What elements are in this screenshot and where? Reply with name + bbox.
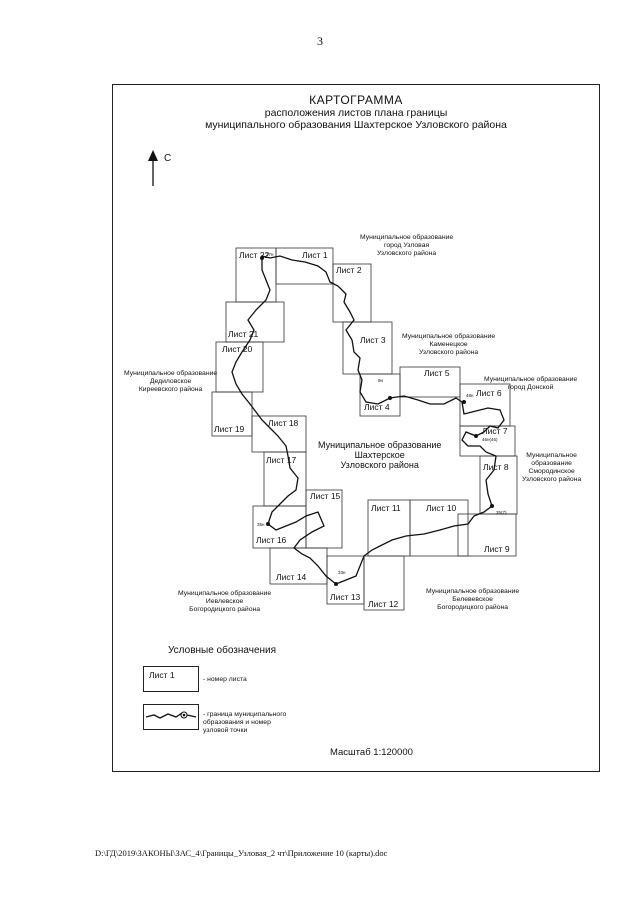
legend-boundary-line-icon — [145, 711, 197, 719]
sheet-4-label: Лист 4 — [364, 402, 390, 412]
map-subtitle-1: расположения листов плана границы — [264, 107, 448, 119]
sheet-5-label: Лист 5 — [424, 368, 450, 378]
sheet-15-label: Лист 15 — [310, 491, 341, 501]
map-subtitle-2: муниципального образования Шахтерское Уз… — [205, 119, 507, 131]
sheet-17-label: Лист 17 — [266, 455, 297, 465]
nodal-point-35n — [266, 522, 270, 526]
sheet-9-frame — [457, 513, 517, 557]
sheet-19-label: Лист 19 — [214, 424, 245, 434]
file-path-footer: D:\ГД\2019\ЗАКОНЫ\ЗАС_4\Границы_Узловая_… — [95, 848, 388, 858]
nodal-point-37n — [260, 256, 264, 260]
north-arrow-icon — [148, 150, 158, 186]
point-label-48n: 48н — [466, 393, 474, 398]
map-frame — [112, 84, 600, 772]
sheet-10-label: Лист 10 — [426, 503, 457, 513]
sheet-11-label: Лист 11 — [371, 503, 401, 513]
sheet-21-label: Лист 21 — [228, 329, 259, 339]
point-label-46n: 46н(46) — [482, 437, 498, 442]
nodal-point-48n — [462, 400, 466, 404]
nodal-point-35-7 — [490, 504, 494, 508]
north-label: С — [164, 153, 172, 164]
sheet-7-label: Лист 7 — [482, 426, 508, 436]
point-label-9n: 9н — [378, 378, 384, 383]
legend-sheet-sample: Лист 1 — [143, 666, 199, 692]
sheet-5-frame — [399, 366, 461, 398]
sheet-3-label: Лист 3 — [360, 335, 386, 345]
sheet-6-label: Лист 6 — [476, 388, 502, 398]
sheet-9-label: Лист 9 — [484, 544, 510, 554]
point-label-35n: 35н — [257, 522, 265, 527]
legend-sheet-desc: - номер листа — [203, 676, 247, 683]
legend-sheet-sample-label: Лист 1 — [149, 670, 175, 680]
sheet-3-frame — [342, 321, 393, 375]
map-title: КАРТОГРАММА — [309, 93, 403, 107]
point-label-37n: 37н — [266, 252, 274, 257]
sheet-2-label: Лист 2 — [336, 265, 362, 275]
sheet-20-label: Лист 20 — [222, 344, 253, 354]
map-scale: Масштаб 1:120000 — [330, 747, 413, 758]
sheet-12-label: Лист 12 — [368, 599, 399, 609]
sheet-18-label: Лист 18 — [268, 418, 299, 428]
legend-title: Условные обозначения — [168, 645, 277, 656]
point-label-33n: 33н — [338, 570, 346, 575]
nodal-point-33n — [334, 582, 338, 586]
point-label-35-7: 35(7) — [496, 510, 507, 515]
page-number: 3 — [317, 34, 323, 48]
nodal-point-9n — [388, 396, 392, 400]
sheet-14-label: Лист 14 — [276, 572, 307, 582]
sheet-1-label: Лист 1 — [302, 250, 328, 260]
sheet-22-label: Лист 22 — [239, 250, 270, 260]
nodal-point-46n — [474, 434, 478, 438]
municipal-boundary — [231, 255, 505, 585]
sheet-13-label: Лист 13 — [330, 592, 361, 602]
legend-boundary-sample — [143, 704, 199, 730]
sheet-16-label: Лист 16 — [256, 535, 287, 545]
sheet-8-label: Лист 8 — [483, 462, 509, 472]
sheet-21-frame — [225, 301, 285, 343]
